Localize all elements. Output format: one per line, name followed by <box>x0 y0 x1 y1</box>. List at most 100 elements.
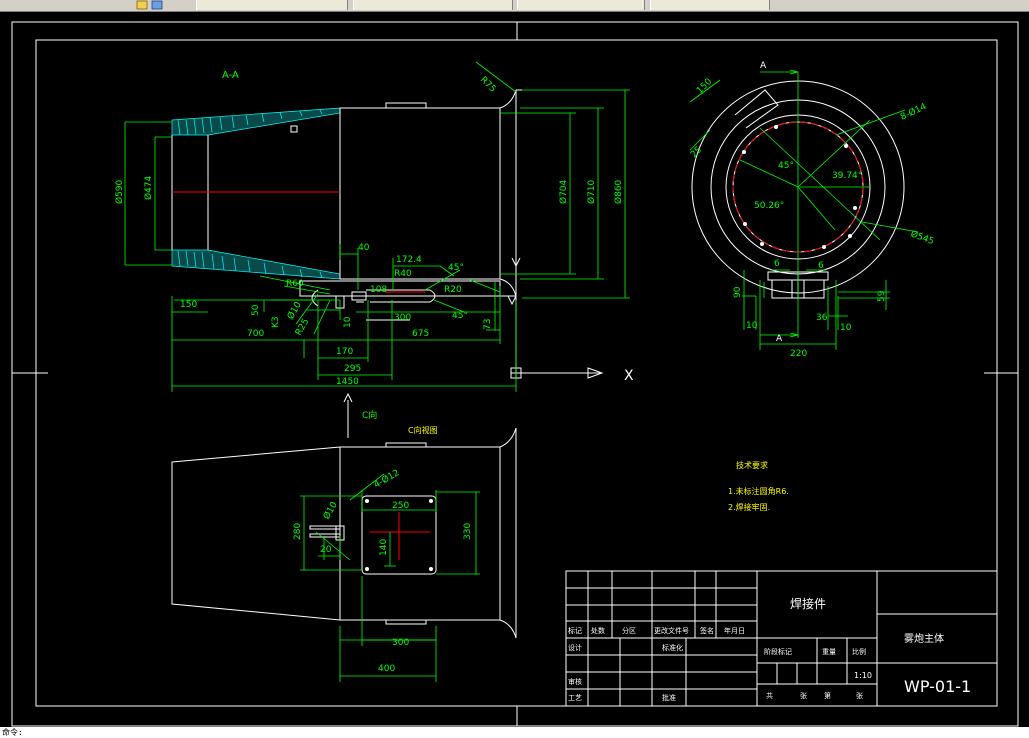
dim-d590: Ø590 <box>114 179 125 204</box>
dim-300: 300 <box>394 313 411 323</box>
dim-40: 40 <box>358 243 370 253</box>
tech-line1: 1.未标注圆角R6. <box>728 486 789 496</box>
dim-295: 295 <box>344 364 361 374</box>
tb-cell-approve: 批准 <box>662 693 676 702</box>
dim-end-220: 220 <box>790 349 807 359</box>
toolbar <box>0 0 1029 12</box>
end-view-dim-texts: A A 150 25 8-Ø14 45° 39.74° 50.26° Ø545 … <box>689 61 935 359</box>
dim-10: 10 <box>343 316 353 328</box>
view-sublabel-c: C向视图 <box>408 425 438 435</box>
command-line[interactable]: 命令: <box>0 727 1029 738</box>
ucs-icon <box>510 257 604 379</box>
dim-bottom-400: 400 <box>378 664 395 674</box>
dim-d704: Ø704 <box>558 179 569 204</box>
dim-bottom-holes: 4-Ø12 <box>372 467 401 490</box>
drawing-frame <box>11 21 1019 727</box>
tb-cell-sign: 签名 <box>700 626 714 635</box>
dim-45b: 45° <box>452 311 468 321</box>
tb-part-name: 焊接件 <box>790 596 826 611</box>
tech-title: 技术要求 <box>736 460 768 470</box>
dim-45a: 45° <box>448 263 464 273</box>
toolbar-left-area <box>0 0 130 10</box>
dim-end-3974: 39.74° <box>832 171 862 181</box>
dim-end-59: 59 <box>877 290 887 302</box>
tb-cell-sheets: 张 <box>800 691 807 700</box>
section-label: A-A <box>222 70 239 81</box>
layer-tools <box>136 0 163 10</box>
dim-bottom-140: 140 <box>379 539 389 556</box>
bottom-view: 4-Ø12 Ø10 250 280 330 20 140 300 400 <box>171 427 517 682</box>
tb-cell-scale-label: 比例 <box>852 647 866 656</box>
end-view: A A 150 25 8-Ø14 45° 39.74° 50.26° Ø545 … <box>689 61 935 359</box>
drawing-canvas[interactable]: X <box>0 11 1029 727</box>
tb-cell-change: 更改文件号 <box>654 626 689 635</box>
color-dropdown[interactable] <box>353 0 513 10</box>
tb-cell-zone: 分区 <box>622 626 636 635</box>
tb-cell-sheet-no: 第 <box>824 691 831 700</box>
bottom-dims <box>300 473 480 682</box>
dim-172: 172.4 <box>396 255 422 265</box>
dim-r20: R20 <box>444 285 462 295</box>
layer-props-icon[interactable] <box>151 0 163 10</box>
view-arrow-c <box>343 392 353 438</box>
dim-50: 50 <box>251 304 261 316</box>
dim-k3: K3 <box>271 316 281 328</box>
dim-bottom-250: 250 <box>392 501 409 511</box>
dim-end-10b: 10 <box>840 323 852 333</box>
tb-scale-value: 1:10 <box>854 671 872 680</box>
tb-cell-process: 工艺 <box>568 694 582 702</box>
bottom-centerlines <box>370 512 430 560</box>
dim-end-6b: 6 <box>818 261 824 271</box>
tb-cell-standard: 标准化 <box>662 643 683 652</box>
dim-d474: Ø474 <box>143 175 154 200</box>
dim-end-90: 90 <box>733 286 743 298</box>
dim-end-10a: 10 <box>746 321 758 331</box>
tb-cell-total: 共 <box>766 691 773 700</box>
dim-end-36: 36 <box>816 313 828 323</box>
tb-drawing-number: WP-01-1 <box>904 677 971 696</box>
dim-r25: R25 <box>294 317 312 337</box>
dim-d710: Ø710 <box>586 179 597 204</box>
dim-bottom-300: 300 <box>392 638 409 648</box>
command-line-text: 命令: <box>2 728 23 737</box>
bolt-holes <box>742 125 857 249</box>
dim-bottom-330: 330 <box>463 523 473 540</box>
bottom-view-outline <box>171 427 517 639</box>
title-block-cells: 标记 处数 分区 更改文件号 签名 年月日 设计 标准化 审核 工艺 批准 阶段… <box>568 626 866 702</box>
dim-r60: R60 <box>286 279 304 289</box>
dim-end-545: Ø545 <box>909 228 936 247</box>
lineweight-dropdown[interactable] <box>650 0 770 10</box>
tech-line2: 2.焊接牢固. <box>728 502 770 512</box>
dim-bottom-20: 20 <box>320 545 332 555</box>
tb-cell-design: 设计 <box>568 643 582 652</box>
tb-cell-date: 年月日 <box>724 626 745 635</box>
axis-x-label: X <box>624 368 634 384</box>
layer-dropdown[interactable] <box>196 0 348 10</box>
tech-requirements: 技术要求 1.未标注圆角R6. 2.焊接牢固. <box>728 460 789 512</box>
dim-700: 700 <box>247 329 264 339</box>
dim-end-5026: 50.26° <box>754 201 784 211</box>
dim-r75: R75 <box>478 75 498 95</box>
centerline-main <box>172 191 425 293</box>
dim-108: 108 <box>370 285 387 295</box>
tb-cell-stage: 阶段标记 <box>764 647 792 656</box>
dim-end-45: 45° <box>778 161 794 171</box>
dim-bottom-280: 280 <box>293 523 303 540</box>
view-label-c: C向 <box>362 409 377 421</box>
dim-150: 150 <box>180 300 197 310</box>
dim-bottom-d10: Ø10 <box>321 500 340 522</box>
section-view: X <box>114 61 634 392</box>
section-dimensions <box>124 61 630 392</box>
dim-73: 73 <box>483 319 493 330</box>
linetype-dropdown[interactable] <box>517 0 645 10</box>
dim-1450: 1450 <box>336 377 359 387</box>
tb-cell-weight: 重量 <box>822 648 836 656</box>
dim-d860: Ø860 <box>613 179 624 204</box>
view-label-a-bottom: A <box>776 334 783 344</box>
dim-170: 170 <box>336 347 353 357</box>
bottom-holes <box>365 499 433 571</box>
tb-cell-count: 处数 <box>591 626 605 635</box>
tb-drawing-title: 雾炮主体 <box>904 632 944 645</box>
layer-icon[interactable] <box>136 0 148 10</box>
dim-end-6a: 6 <box>774 259 780 269</box>
